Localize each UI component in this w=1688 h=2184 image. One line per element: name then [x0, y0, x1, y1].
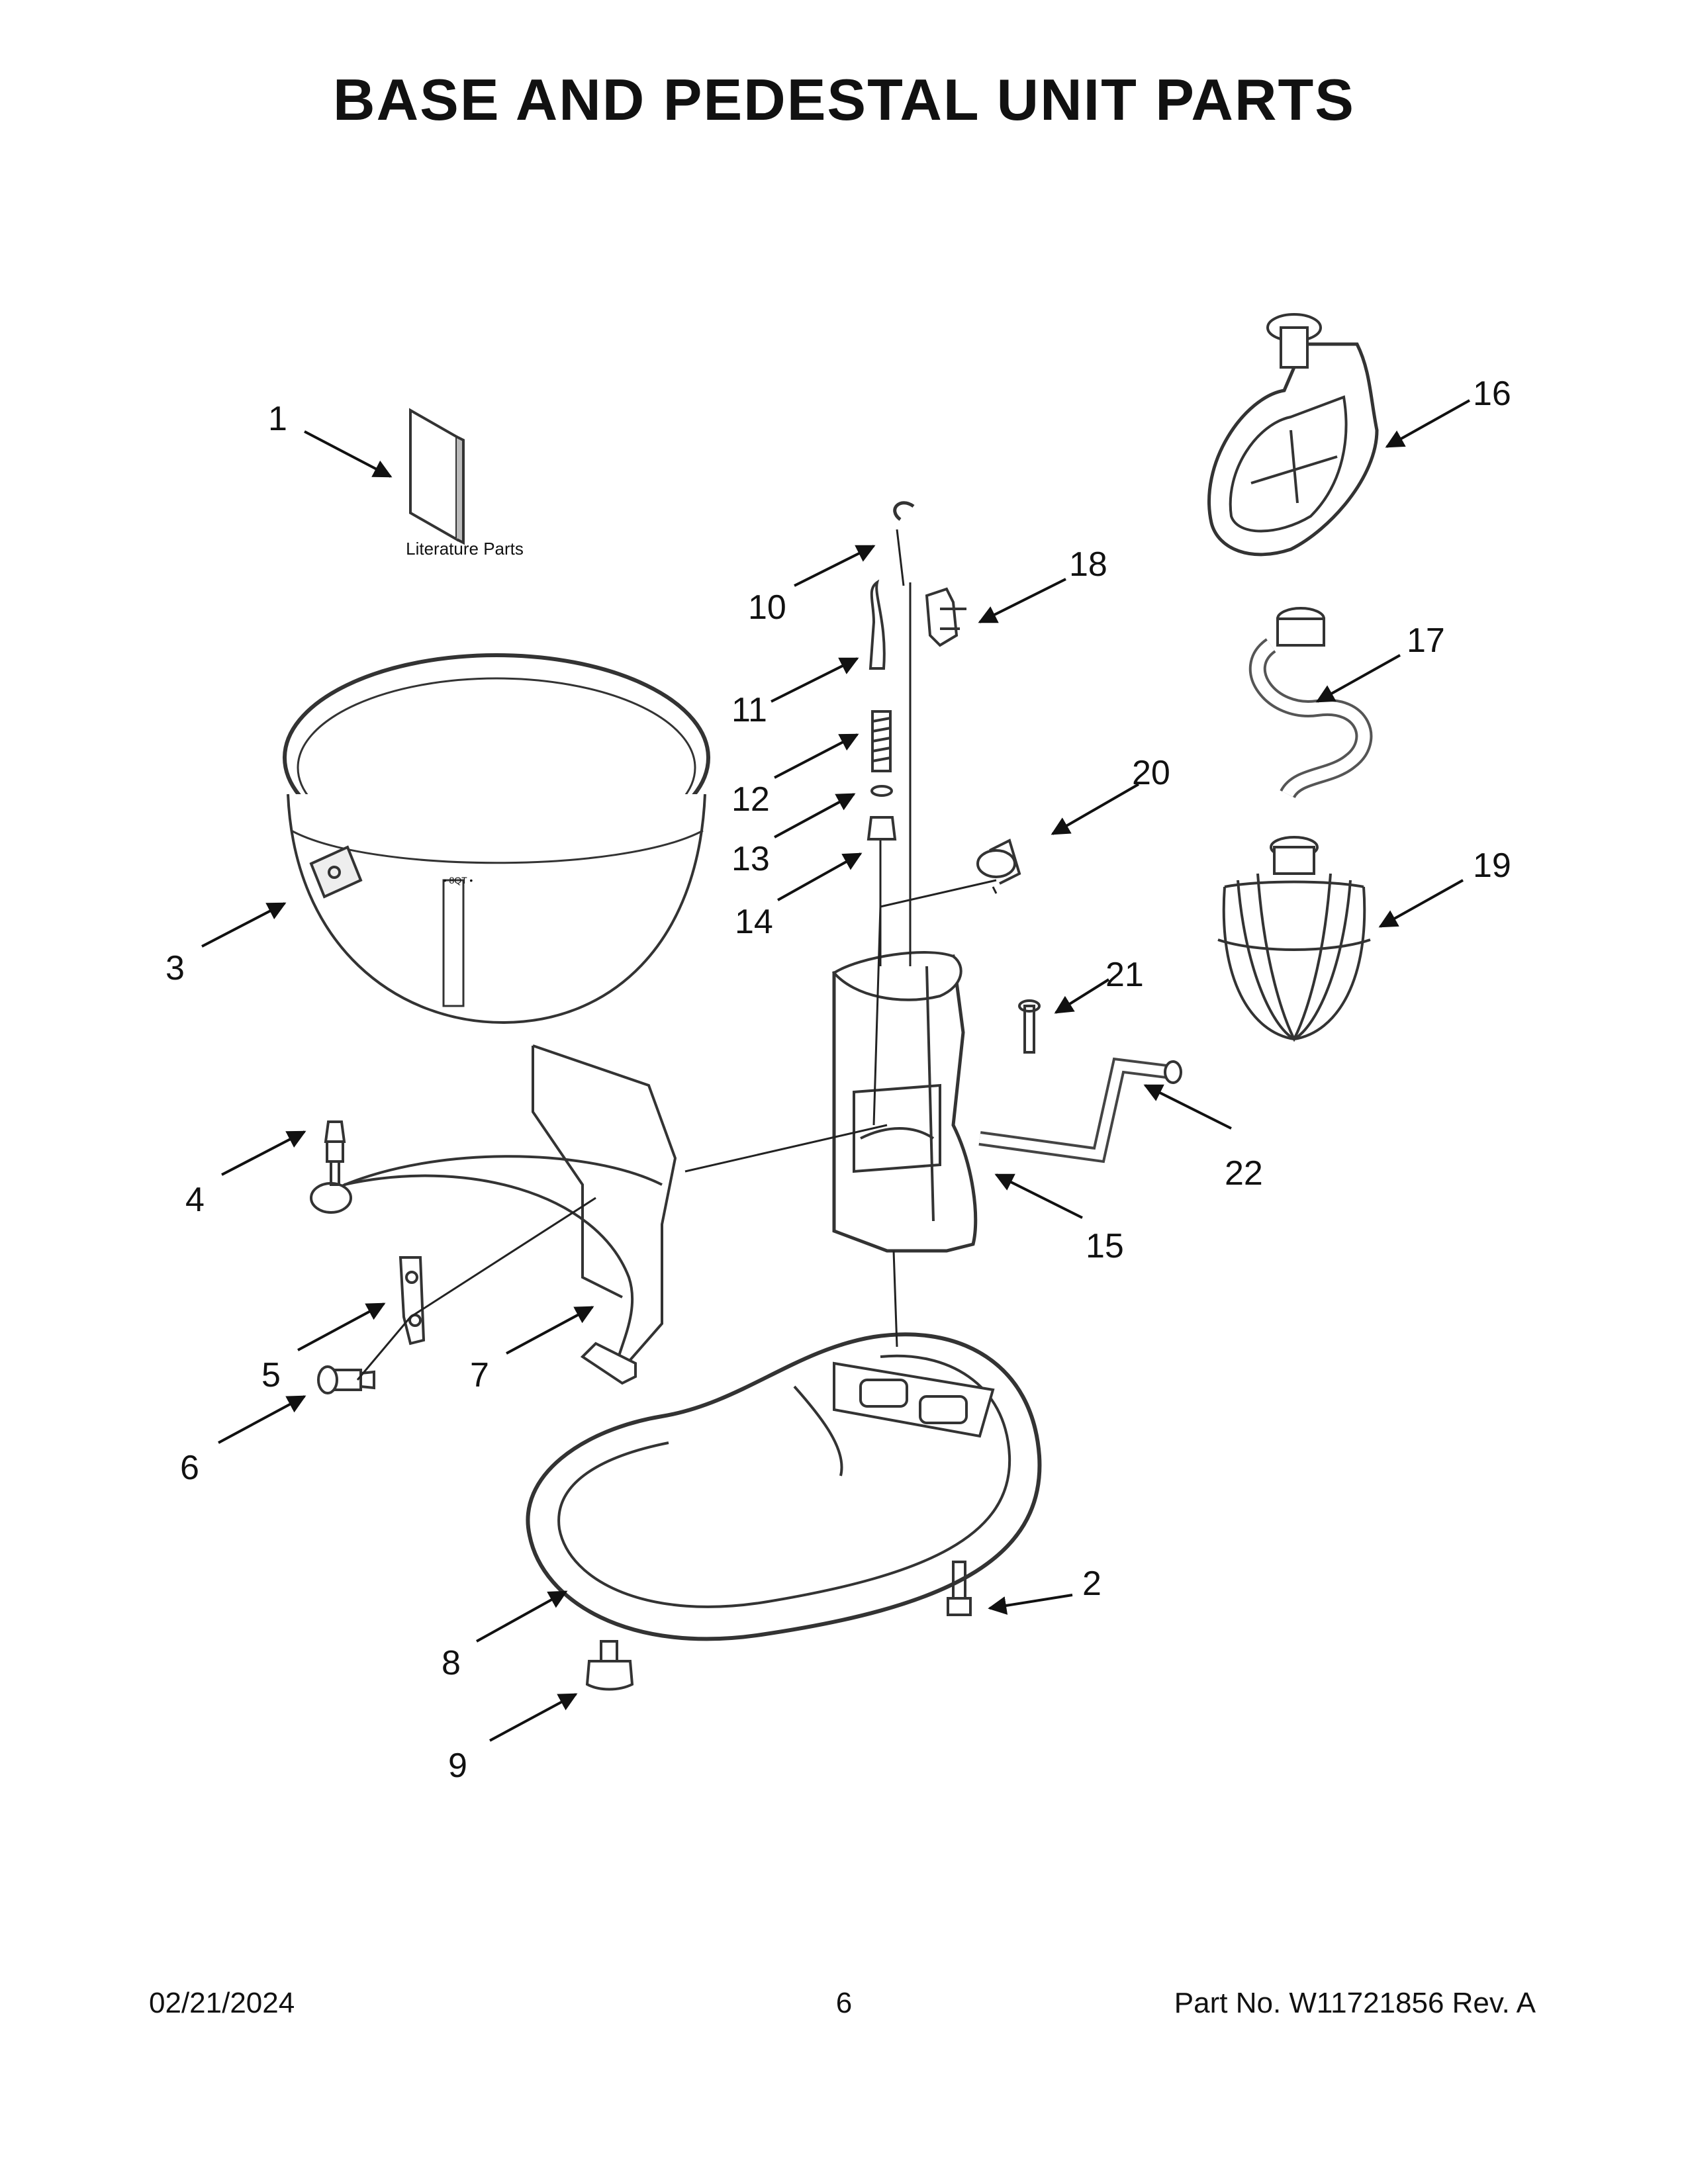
- callout-17: 17: [1407, 621, 1445, 660]
- crank-handle-icon: [978, 1057, 1182, 1163]
- callout-1: 1: [268, 400, 287, 438]
- callout-arrows: [201, 399, 1470, 1742]
- pedestal-column: [831, 951, 978, 1253]
- callout-3: 3: [165, 949, 185, 987]
- mixing-bowl: [283, 653, 710, 1024]
- screw-icon: [317, 1365, 375, 1394]
- wire-whip-icon: [1217, 836, 1371, 1042]
- callout-19: 19: [1473, 846, 1511, 885]
- callout-18: 18: [1069, 545, 1107, 584]
- mixer-base: [526, 1332, 1042, 1641]
- callout-15: 15: [1086, 1227, 1124, 1265]
- callout-10: 10: [748, 588, 786, 627]
- callout-14: 14: [735, 903, 773, 941]
- rubber-foot-icon: [585, 1640, 634, 1691]
- lever-knob-icon: [976, 839, 1021, 885]
- callout-4: 4: [185, 1181, 205, 1219]
- pedestal-screw-icon: [1018, 999, 1041, 1054]
- base-screw-icon: [947, 1561, 972, 1616]
- callout-22: 22: [1225, 1154, 1263, 1193]
- literature-booklet-icon: [409, 408, 465, 545]
- bracket-plate-icon: [399, 1256, 426, 1345]
- footer-date: 02/21/2024: [149, 1987, 295, 2019]
- page-title: BASE AND PEDESTAL UNIT PARTS: [333, 67, 1355, 132]
- locating-pin-icon: [324, 1120, 346, 1186]
- callout-13: 13: [731, 840, 770, 878]
- callout-5: 5: [261, 1356, 281, 1394]
- callout-8: 8: [442, 1644, 461, 1682]
- callout-6: 6: [180, 1449, 199, 1487]
- callout-16: 16: [1473, 375, 1511, 413]
- bowl-capacity-marking: • 8QT •: [444, 875, 473, 886]
- callout-numbers: 1 2 3 4 5 6 7 8 9 10 11 12 13 14 15 16 1…: [165, 375, 1511, 1785]
- flat-beater-icon: [1207, 313, 1379, 557]
- callout-21: 21: [1105, 956, 1144, 994]
- callout-2: 2: [1082, 1565, 1102, 1603]
- callout-11: 11: [731, 691, 767, 729]
- footer-page-number: 6: [835, 1987, 853, 2019]
- callout-12: 12: [731, 780, 770, 819]
- hinge-pin-assembly: [867, 501, 915, 841]
- assembly-lines: [356, 529, 998, 1381]
- dough-hook-icon: [1248, 607, 1373, 799]
- callout-9: 9: [448, 1747, 467, 1785]
- lock-lever-icon: [925, 587, 966, 647]
- callout-7: 7: [470, 1356, 489, 1394]
- bowl-lift-arm: [310, 1044, 677, 1385]
- callout-20: 20: [1132, 754, 1170, 792]
- footer-part-number: Part No. W11721856 Rev. A: [1174, 1987, 1536, 2019]
- literature-parts-label: Literature Parts: [406, 539, 524, 559]
